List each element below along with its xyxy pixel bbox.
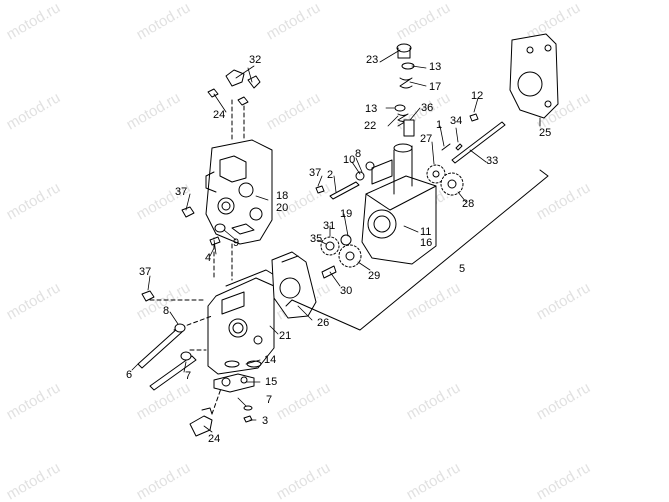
svg-text:motod.ru: motod.ru (134, 379, 194, 423)
svg-text:motod.ru: motod.ru (534, 179, 594, 223)
callout-7-bottom: 7 (266, 394, 273, 406)
callout-15: 15 (265, 376, 278, 388)
callout-30: 30 (340, 285, 353, 297)
callout-11: 11 (420, 226, 432, 238)
svg-text:motod.ru: motod.ru (134, 459, 194, 502)
cap-15 (213, 373, 255, 393)
callout-27: 27 (420, 133, 433, 145)
callout-9: 9 (233, 237, 240, 249)
svg-text:motod.ru: motod.ru (274, 459, 334, 502)
shaft-33 (441, 121, 506, 164)
gears-31-35-29 (320, 234, 362, 279)
svg-text:motod.ru: motod.ru (274, 379, 334, 423)
svg-text:motod.ru: motod.ru (134, 0, 194, 43)
svg-text:motod.ru: motod.ru (404, 279, 464, 323)
callout-37-mid: 37 (309, 167, 322, 179)
callout-18: 18 (276, 190, 289, 202)
callout-21: 21 (279, 330, 292, 342)
svg-text:motod.ru: motod.ru (124, 89, 184, 133)
callout-23: 23 (366, 54, 379, 66)
svg-text:motod.ru: motod.ru (4, 179, 64, 223)
svg-text:motod.ru: motod.ru (4, 379, 64, 423)
gasket-26 (271, 251, 317, 319)
callout-26: 26 (317, 317, 330, 329)
callout-5: 5 (459, 263, 466, 275)
callout-32: 32 (249, 54, 262, 66)
fitting-32 (207, 69, 261, 106)
callout-35: 35 (310, 233, 323, 245)
callout-8-top: 8 (355, 148, 362, 160)
cover-housing-18-20 (205, 139, 273, 245)
callout-3: 3 (262, 415, 269, 427)
callout-22: 22 (364, 120, 377, 132)
svg-text:motod.ru: motod.ru (404, 379, 464, 423)
callout-31: 31 (323, 220, 336, 232)
svg-text:motod.ru: motod.ru (534, 379, 594, 423)
svg-text:motod.ru: motod.ru (4, 459, 64, 502)
callout-34: 34 (450, 115, 463, 127)
svg-text:motod.ru: motod.ru (404, 459, 464, 502)
bracket-25 (509, 33, 559, 119)
svg-text:motod.ru: motod.ru (4, 0, 64, 43)
callout-13-mid: 13 (365, 103, 378, 115)
svg-text:motod.ru: motod.ru (534, 279, 594, 323)
callout-4: 4 (205, 252, 212, 264)
screw-6-long (137, 327, 197, 391)
washers-8-7 (174, 223, 226, 361)
callout-24-top: 24 (213, 109, 226, 121)
callout-2: 2 (327, 169, 334, 181)
callout-20: 20 (276, 202, 289, 214)
pump-body-21 (207, 269, 277, 375)
gears-27-28 (426, 164, 464, 196)
callout-12: 12 (471, 90, 484, 102)
bolt-4 (209, 236, 221, 246)
screw-3 (243, 405, 253, 423)
callout-36: 36 (421, 102, 434, 114)
callout-24-bottom: 24 (208, 433, 221, 445)
callout-19: 19 (340, 208, 353, 220)
callout-17: 17 (429, 81, 442, 93)
callout-16: 16 (420, 237, 433, 249)
callout-14: 14 (264, 354, 277, 366)
fitting-24-bottom (189, 407, 213, 437)
svg-text:motod.ru: motod.ru (534, 459, 594, 502)
group-bracket-5 (285, 169, 549, 331)
callout-13-top: 13 (429, 61, 442, 73)
pump-housing-11-16 (361, 143, 437, 265)
callout-33: 33 (486, 155, 499, 167)
svg-text:motod.ru: motod.ru (394, 0, 454, 43)
watermark-pattern: motod.ru motod.ru motod.ru motod.ru moto… (4, 0, 594, 502)
callout-1: 1 (436, 119, 443, 131)
callout-28: 28 (462, 198, 475, 210)
callout-10: 10 (343, 154, 356, 166)
callout-7-left: 7 (185, 370, 192, 382)
svg-text:motod.ru: motod.ru (4, 279, 64, 323)
bolt-37-left (141, 206, 195, 302)
callout-25: 25 (539, 127, 552, 139)
callout-37-lower: 37 (139, 266, 152, 278)
callout-6: 6 (126, 369, 133, 381)
fitting-12 (469, 113, 479, 122)
svg-text:motod.ru: motod.ru (264, 89, 324, 133)
fasteners-37-2-8-10 (315, 161, 375, 200)
callout-29: 29 (368, 270, 381, 282)
svg-text:motod.ru: motod.ru (264, 0, 324, 43)
callout-8-lower: 8 (163, 305, 170, 317)
svg-text:motod.ru: motod.ru (4, 89, 64, 133)
callout-37-upper: 37 (175, 186, 188, 198)
leader-lines (131, 49, 541, 433)
valve-stack (394, 43, 415, 137)
